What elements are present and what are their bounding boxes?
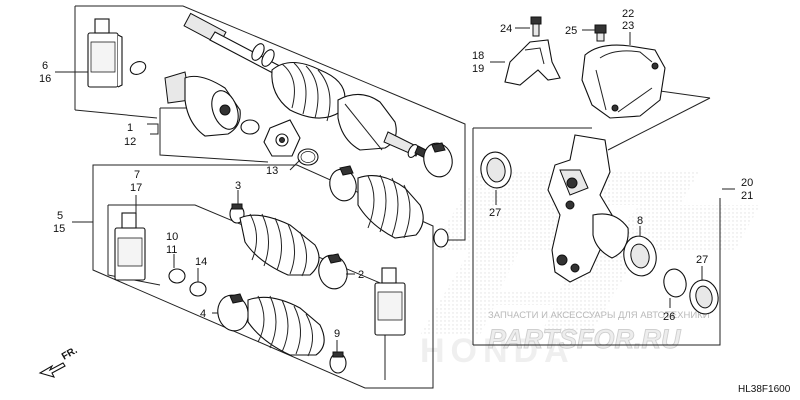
- circlip-inner-joint: [240, 119, 260, 135]
- driveshaft-upper: [183, 12, 429, 159]
- callout-23: 23: [622, 20, 634, 32]
- callout-24: 24: [500, 23, 512, 35]
- callout-9: 9: [334, 328, 340, 340]
- steering-knuckle: [547, 134, 629, 283]
- bolt-24: [530, 16, 542, 37]
- callout-7: 7: [134, 169, 140, 181]
- callout-11: 11: [166, 244, 177, 256]
- callout-labels: 6 16 1 12 13 7 17 5 15 3 10 11 14 2 4 9 …: [39, 8, 753, 340]
- grease-container-lower-left: [114, 212, 146, 281]
- callout-16: 16: [39, 73, 51, 85]
- callout-1: 1: [127, 122, 133, 134]
- boot-lower-outer: [247, 295, 325, 357]
- oil-seal-27-left: [480, 151, 512, 189]
- bolt-25: [594, 24, 607, 42]
- callout-17: 17: [130, 182, 142, 194]
- callout-14: 14: [195, 256, 207, 268]
- boot-clamp-lower-4: [217, 293, 249, 332]
- callout-21: 21: [741, 190, 753, 202]
- boot-clamp-upper-c: [433, 228, 449, 248]
- callout-20: 20: [741, 177, 753, 189]
- boot-clamp-upper-b: [329, 165, 357, 202]
- shop-tagline: ЗАПЧАСТИ И АКСЕССУАРЫ ДЛЯ АВТОТЕХНИКИ: [488, 310, 710, 321]
- callout-13: 13: [266, 165, 278, 177]
- wheel-bearing: [623, 235, 657, 277]
- brand-watermark: HONDA: [420, 332, 575, 370]
- boot-lower-inner: [239, 213, 320, 277]
- oil-seal-27-right: [689, 279, 719, 315]
- callout-3: 3: [235, 180, 241, 192]
- callout-18: 18: [472, 50, 484, 62]
- callout-27-right: 27: [696, 254, 708, 266]
- shop-name: PARTSFOR.RU: [488, 324, 682, 354]
- boot-upper-secondary: [357, 174, 424, 239]
- callout-27-left: 27: [489, 207, 501, 219]
- callout-22: 22: [622, 8, 634, 20]
- circlip-26: [663, 268, 687, 298]
- grease-container-upper: [87, 18, 123, 88]
- callout-6: 6: [42, 60, 48, 72]
- inner-joint-housing: [164, 71, 241, 137]
- shop-watermark: ЗАПЧАСТИ И АКСЕССУАРЫ ДЛЯ АВТОТЕХНИКИ PA…: [488, 310, 710, 354]
- callout-8: 8: [637, 215, 643, 227]
- circlip-10: [168, 268, 186, 284]
- callout-19: 19: [472, 63, 484, 75]
- boot-clamp-lower-9: [329, 351, 347, 374]
- boot-clamp-lower-2: [318, 253, 348, 290]
- leader-lines: [55, 27, 735, 353]
- grease-container-lower-right: [374, 267, 406, 336]
- callout-2: 2: [358, 269, 364, 281]
- circlip-14: [189, 281, 207, 297]
- callout-4: 4: [200, 308, 206, 320]
- tripod-spider: [263, 119, 301, 157]
- callout-26: 26: [663, 311, 675, 323]
- dust-cover-18: [504, 39, 561, 86]
- callout-12: 12: [124, 136, 136, 148]
- callout-25: 25: [565, 25, 577, 37]
- diagram-code: HL38F1600: [738, 384, 791, 395]
- knuckle-cover-22: [581, 44, 666, 119]
- callout-5: 5: [57, 210, 63, 222]
- front-direction-indicator: FR.: [38, 345, 80, 378]
- direction-label: FR.: [60, 345, 80, 363]
- circlip-13: [297, 148, 319, 166]
- circlip-upper: [129, 61, 147, 75]
- callout-15: 15: [53, 223, 65, 235]
- arrow-icon: [38, 362, 66, 378]
- callout-10: 10: [166, 231, 178, 243]
- boot-clamp-upper-a: [423, 142, 453, 178]
